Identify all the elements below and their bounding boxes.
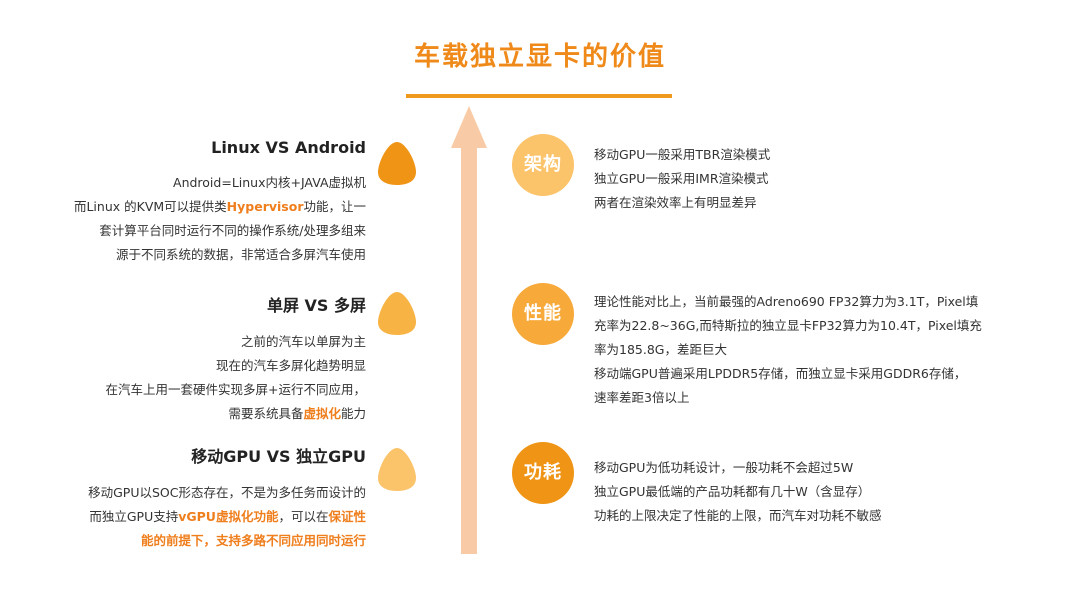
text-span: 在汽车上用一套硬件实现多屏+运行不同应用， — [105, 382, 366, 397]
text-span: 而Linux 的KVM可以提供类 — [73, 199, 227, 214]
text-line: 率为185.8G，差距巨大 — [594, 342, 727, 357]
right-body-power: 移动GPU为低功耗设计，一般功耗不会超过5W 独立GPU最低端的产品功耗都有几十W… — [594, 456, 994, 528]
right-body-performance: 理论性能对比上，当前最强的Adreno690 FP32算力为3.1T，Pixel… — [594, 290, 994, 410]
text-line: 而Linux 的KVM可以提供类Hypervisor功能，让一 — [56, 195, 366, 219]
text-span: 移动GPU以SOC形态存在，不是为多任务而设计的 — [88, 485, 366, 500]
left-heading: Linux VS Android — [211, 138, 366, 157]
text-line: 套计算平台同时运行不同的操作系统/处理多组来 — [56, 219, 366, 243]
text-line: 功耗的上限决定了性能的上限，而汽车对功耗不敏感 — [594, 508, 882, 523]
left-section-linux-android: Linux VS Android Android=Linux内核+JAVA虚拟机… — [56, 138, 366, 267]
left-section-mobile-discrete-gpu: 移动GPU VS 独立GPU 移动GPU以SOC形态存在，不是为多任务而设计的而… — [56, 443, 366, 553]
category-badge-power: 功耗 — [512, 442, 574, 504]
left-heading: 单屏 VS 多屏 — [266, 296, 366, 315]
text-line: 移动GPU为低功耗设计，一般功耗不会超过5W — [594, 460, 854, 475]
text-line: 移动GPU以SOC形态存在，不是为多任务而设计的 — [56, 481, 366, 505]
left-heading: 移动GPU VS 独立GPU — [191, 447, 366, 466]
category-badge-architecture: 架构 — [512, 134, 574, 196]
text-line: 移动端GPU普遍采用LPDDR5存储，而独立显卡采用GDDR6存储， — [594, 366, 967, 381]
text-line: 独立GPU一般采用IMR渲染模式 — [594, 171, 769, 186]
page-title: 车载独立显卡的价值 — [413, 42, 666, 72]
left-body: Android=Linux内核+JAVA虚拟机而Linux 的KVM可以提供类H… — [56, 171, 366, 267]
text-line: 而独立GPU支持vGPU虚拟化功能，可以在保证性 — [56, 505, 366, 529]
text-line: 需要系统具备虚拟化能力 — [56, 402, 366, 426]
text-line: 现在的汽车多屏化趋势明显 — [56, 354, 366, 378]
text-span: 需要系统具备 — [228, 406, 304, 421]
highlight-text: 能的前提下，支持多路不同应用同时运行 — [140, 533, 366, 548]
left-body: 移动GPU以SOC形态存在，不是为多任务而设计的而独立GPU支持vGPU虚拟化功… — [56, 481, 366, 553]
up-arrow-icon — [451, 106, 487, 554]
text-line: 理论性能对比上，当前最强的Adreno690 FP32算力为3.1T，Pixel… — [594, 294, 979, 309]
text-span: Android=Linux内核+JAVA虚拟机 — [173, 175, 366, 190]
text-span: 源于不同系统的数据，非常适合多屏汽车使用 — [115, 247, 366, 262]
text-span: 现在的汽车多屏化趋势明显 — [215, 358, 366, 373]
highlight-text: 虚拟化 — [303, 406, 341, 421]
blob-bullet-icon — [378, 448, 416, 491]
blob-bullet-icon — [378, 292, 416, 335]
highlight-text: vGPU虚拟化功能 — [178, 509, 279, 524]
highlight-text: 保证性 — [328, 509, 366, 524]
blob-bullet-icon — [378, 142, 416, 185]
text-line: 两者在渲染效率上有明显差异 — [594, 195, 757, 210]
right-body-architecture: 移动GPU一般采用TBR渲染模式独立GPU一般采用IMR渲染模式两者在渲染效率上… — [594, 143, 994, 215]
text-line: 在汽车上用一套硬件实现多屏+运行不同应用， — [56, 378, 366, 402]
text-span: 能力 — [340, 406, 366, 421]
category-badge-performance: 性能 — [512, 283, 574, 345]
title-underline — [406, 94, 672, 98]
text-span: 之前的汽车以单屏为主 — [240, 334, 366, 349]
text-span: ，可以在 — [278, 509, 329, 524]
text-line: 源于不同系统的数据，非常适合多屏汽车使用 — [56, 243, 366, 267]
text-line: 之前的汽车以单屏为主 — [56, 330, 366, 354]
text-line: 移动GPU一般采用TBR渲染模式 — [594, 147, 771, 162]
text-line: Android=Linux内核+JAVA虚拟机 — [56, 171, 366, 195]
text-span: 功能，让一 — [303, 199, 366, 214]
highlight-text: Hypervisor — [226, 199, 304, 214]
left-body: 之前的汽车以单屏为主现在的汽车多屏化趋势明显在汽车上用一套硬件实现多屏+运行不同… — [56, 330, 366, 426]
text-span: 而独立GPU支持 — [89, 509, 179, 524]
text-line: 能的前提下，支持多路不同应用同时运行 — [56, 529, 366, 553]
left-section-single-multi-screen: 单屏 VS 多屏 之前的汽车以单屏为主现在的汽车多屏化趋势明显在汽车上用一套硬件… — [56, 292, 366, 426]
text-line: 独立GPU最低端的产品功耗都有几十W（含显存） — [594, 484, 871, 499]
text-span: 套计算平台同时运行不同的操作系统/处理多组来 — [99, 223, 366, 238]
text-line: 速率差距3倍以上 — [594, 390, 690, 405]
text-line: 充率为22.8~36G,而特斯拉的独立显卡FP32算力为10.4T，Pixel填… — [594, 318, 982, 333]
